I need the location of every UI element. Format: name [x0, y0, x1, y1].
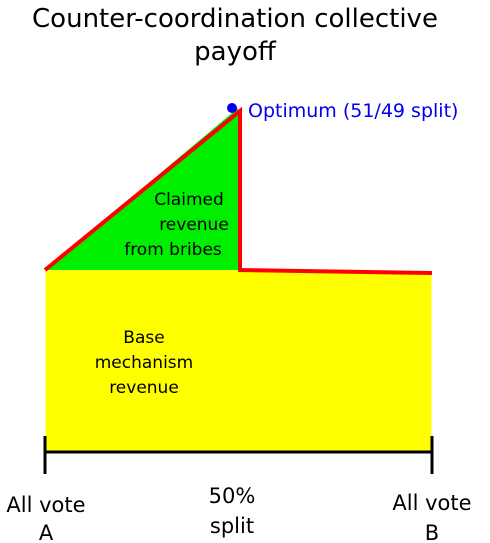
axis-left-label-line-1: All vote — [6, 493, 85, 517]
bribes-label-line-3: from bribes — [124, 240, 222, 260]
title-line-2: payoff — [194, 37, 277, 67]
title-line-1: Counter-coordination collective — [32, 4, 438, 34]
base-label-line-1: Base — [123, 328, 164, 348]
optimum-point — [227, 103, 237, 113]
axis-right-label-line-1: All vote — [392, 491, 471, 515]
base-label-line-3: revenue — [109, 378, 179, 398]
axis-right-label-line-2: B — [425, 521, 439, 543]
payoff-curve — [43, 106, 433, 275]
base-label-line-2: mechanism — [95, 353, 193, 373]
axis-middle-label-line-2: split — [210, 514, 254, 538]
optimum-label: Optimum (51/49 split) — [248, 100, 458, 122]
axis-left-label-line-2: A — [39, 521, 54, 543]
bribes-label-line-2: revenue — [159, 215, 229, 235]
axis-middle-label-line-1: 50% — [209, 484, 256, 508]
base-revenue-region — [45, 270, 432, 452]
bribes-label-line-1: Claimed — [154, 190, 224, 210]
